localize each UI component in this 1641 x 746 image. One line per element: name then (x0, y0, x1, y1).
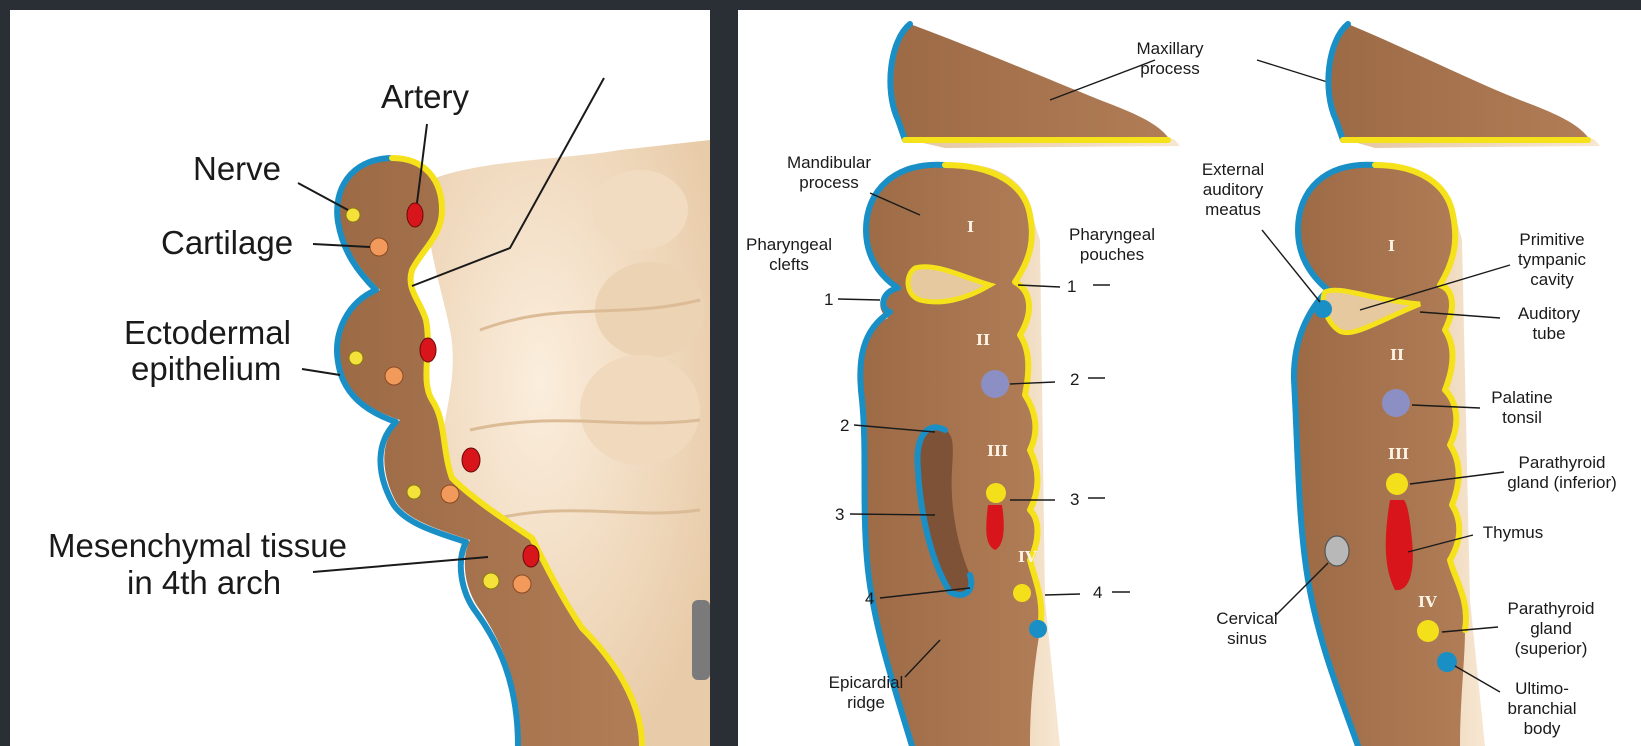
parathyroid-inferior-c (1386, 473, 1408, 495)
clefts-label-2: clefts (769, 255, 809, 274)
primitive-label-3: cavity (1530, 270, 1574, 289)
cervical-sinus-c (1325, 536, 1349, 566)
arch-bulb-1 (592, 170, 688, 250)
mandibular-label-2: process (799, 173, 859, 192)
parathyroid-inferior-label-2: gland (inferior) (1507, 473, 1617, 492)
nerve-3 (407, 485, 421, 499)
pouch-number-3: 3 (1070, 490, 1079, 509)
parathyroid-superior-label-2: gland (1530, 619, 1572, 638)
thymus-label: Thymus (1483, 523, 1543, 542)
arch-numeral-4-c: IV (1418, 593, 1437, 611)
mandibular-label-1: Mandibular (787, 153, 871, 172)
auditory-meatus-c (1314, 300, 1332, 318)
pouch-number-1: 1 (1067, 277, 1076, 296)
nerve-4 (483, 573, 499, 589)
pouches-label-1: Pharyngeal (1069, 225, 1155, 244)
auditory-label-1: Auditory (1518, 304, 1581, 323)
artery-2 (420, 338, 436, 362)
ultimobranchial-label-1: Ultimo- (1515, 679, 1569, 698)
ultimobranchial-body-c (1437, 652, 1457, 672)
pouches-label-2: pouches (1080, 245, 1144, 264)
artery-label: Artery (381, 78, 470, 115)
gray-structure (692, 600, 710, 680)
arch-numeral-3-b: III (987, 442, 1008, 460)
arch-numeral-2-c: II (1390, 346, 1404, 364)
cartilage-1 (370, 238, 388, 256)
palatine-tonsil-b (981, 370, 1009, 398)
auditory-label-2: tube (1532, 324, 1565, 343)
cleft-number-3: 3 (835, 505, 844, 524)
arch-numeral-1-c: I (1388, 237, 1395, 255)
mesenchymal-label-line1: Mesenchymal tissue (48, 527, 347, 564)
palatine-label-2: tonsil (1502, 408, 1542, 427)
ectodermal-label-line2: epithelium (131, 350, 281, 387)
arch-numeral-2-b: II (976, 331, 990, 349)
external-label-1: External (1202, 160, 1264, 179)
clefts-label-1: Pharyngeal (746, 235, 832, 254)
external-label-3: meatus (1205, 200, 1261, 219)
palatine-tonsil-c (1382, 389, 1410, 417)
cervical-label-1: Cervical (1216, 609, 1277, 628)
epicardial-label-2: ridge (847, 693, 885, 712)
arch-numeral-1-b: I (967, 218, 974, 236)
palatine-label-1: Palatine (1491, 388, 1552, 407)
parathyroid-superior-c (1417, 620, 1439, 642)
mesenchymal-label-line2: in 4th arch (127, 564, 281, 601)
cartilage-2 (385, 367, 403, 385)
epicardial-label-1: Epicardial (829, 673, 904, 692)
maxillary-label-1: Maxillary (1136, 39, 1204, 58)
artery-1 (407, 203, 423, 227)
parathyroid-superior-label-3: (superior) (1515, 639, 1588, 658)
ultimobranchial-label-3: body (1524, 719, 1561, 738)
cleft-number-4: 4 (865, 589, 874, 608)
cervical-label-2: sinus (1227, 629, 1267, 648)
cartilage-3 (441, 485, 459, 503)
nerve-label: Nerve (193, 150, 281, 187)
ectodermal-label-line1: Ectodermal (124, 314, 291, 351)
maxillary-label-2: process (1140, 59, 1200, 78)
parathyroid-superior-label-1: Parathyroid (1508, 599, 1595, 618)
nerve-2 (349, 351, 363, 365)
nerve-1 (346, 208, 360, 222)
cartilage-label: Cartilage (161, 224, 293, 261)
cartilage-4 (513, 575, 531, 593)
cleft-number-2: 2 (840, 416, 849, 435)
pouch-number-4: 4 (1093, 583, 1102, 602)
cleft-number-1: 1 (824, 290, 833, 309)
artery-4 (523, 545, 539, 567)
parathyroid-superior-b (1013, 584, 1031, 602)
parathyroid-inferior-label-1: Parathyroid (1519, 453, 1606, 472)
arch-numeral-3-c: III (1388, 445, 1409, 463)
pouch-number-2: 2 (1070, 370, 1079, 389)
artery-3 (462, 448, 480, 472)
arch-bulb-3 (580, 355, 700, 465)
primitive-label-1: Primitive (1519, 230, 1584, 249)
parathyroid-inferior-b (986, 483, 1006, 503)
ultimobranchial-b (1029, 620, 1047, 638)
external-label-2: auditory (1203, 180, 1264, 199)
ultimobranchial-label-2: branchial (1508, 699, 1577, 718)
arch-numeral-4-b: IV (1018, 548, 1037, 566)
primitive-label-2: tympanic (1518, 250, 1587, 269)
